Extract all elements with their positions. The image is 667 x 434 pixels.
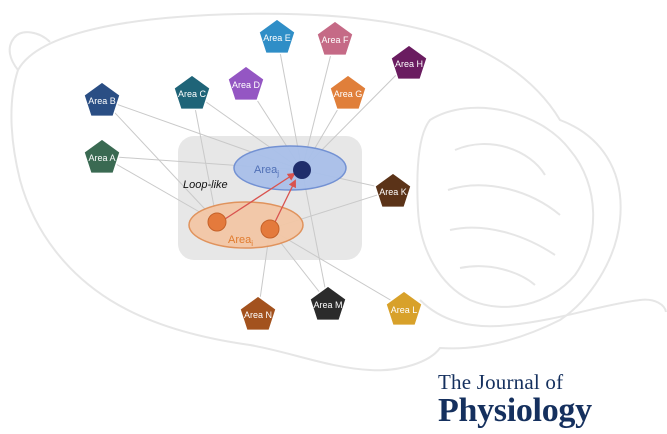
brain-outline-cortex xyxy=(10,12,622,372)
brain-outline-folds xyxy=(447,143,561,286)
journal-logo-line1: The Journal of xyxy=(438,370,564,394)
lower-region-label: Areai xyxy=(228,234,253,248)
area-node-d-label: Area D xyxy=(232,80,261,90)
area-node-e-label: Area E xyxy=(263,33,291,43)
upper-region-dot xyxy=(293,161,311,179)
area-node-b-label: Area B xyxy=(88,96,116,106)
link-area-c-1 xyxy=(191,91,218,223)
area-node-l: Area L xyxy=(385,290,423,327)
area-node-g-shape xyxy=(329,74,367,111)
lower-region-label-sub: i xyxy=(251,239,253,248)
link-area-a-1 xyxy=(101,155,218,223)
brain-outline-olfactory xyxy=(8,31,51,71)
area-node-h-label: Area H xyxy=(395,59,423,69)
area-node-a-shape xyxy=(83,138,121,175)
area-node-d: Area D xyxy=(227,65,265,102)
area-node-k: Area K xyxy=(374,172,412,209)
loop-arrow-2 xyxy=(273,179,296,225)
area-node-n-shape xyxy=(239,295,277,332)
brain-outline-brainstem xyxy=(419,298,667,328)
upper-region-label: Areaj xyxy=(254,164,279,178)
upper-region-label-sub: j xyxy=(276,169,279,178)
area-node-a: Area A xyxy=(83,138,121,175)
link-area-m-0 xyxy=(301,169,329,304)
area-node-k-label: Area K xyxy=(379,187,407,197)
area-node-d-shape xyxy=(227,65,265,102)
area-node-n: Area N xyxy=(239,295,277,332)
area-node-g: Area G xyxy=(329,74,367,111)
area-node-c-label: Area C xyxy=(178,89,207,99)
link-area-b-1 xyxy=(101,98,218,223)
brain-outline xyxy=(8,12,667,372)
area-node-f-shape xyxy=(316,20,354,57)
lower-region-label-main: Area xyxy=(228,234,252,246)
area-node-l-shape xyxy=(385,290,423,327)
upper-region-ellipse xyxy=(233,145,347,191)
area-node-m: Area M xyxy=(309,285,347,322)
area-node-b-shape xyxy=(83,81,121,118)
area-node-c-shape xyxy=(173,74,211,111)
area-node-b: Area B xyxy=(83,81,121,118)
area-node-g-label: Area G xyxy=(334,89,363,99)
area-node-e: Area E xyxy=(258,18,296,55)
upper-region-label-main: Area xyxy=(254,164,278,176)
area-node-m-shape xyxy=(309,285,347,322)
area-node-a-label: Area A xyxy=(88,153,115,163)
area-node-e-shape xyxy=(258,18,296,55)
area-node-l-label: Area L xyxy=(391,305,418,315)
area-node-f-label: Area F xyxy=(321,35,349,45)
area-node-f: Area F xyxy=(316,20,354,57)
area-node-m-label: Area M xyxy=(313,300,342,310)
loop-arrow-1 xyxy=(224,172,296,220)
brain-outline-cerebellum xyxy=(416,106,595,308)
journal-logo: The Journal of Physiology xyxy=(438,372,592,428)
journal-logo-line2: Physiology xyxy=(438,392,592,429)
area-nodes: Area A Area B Area C Area D Area E Area F Area… xyxy=(83,18,428,332)
area-node-h-shape xyxy=(390,44,428,81)
area-node-h: Area H xyxy=(390,44,428,81)
area-node-c: Area C xyxy=(173,74,211,111)
link-area-l-0 xyxy=(269,228,405,309)
area-node-k-shape xyxy=(374,172,412,209)
loop-like-label: Loop-like xyxy=(183,179,228,191)
lower-region-dot-left xyxy=(207,212,227,232)
lower-region-dot-right xyxy=(260,219,280,239)
area-node-n-label: Area N xyxy=(244,310,272,320)
